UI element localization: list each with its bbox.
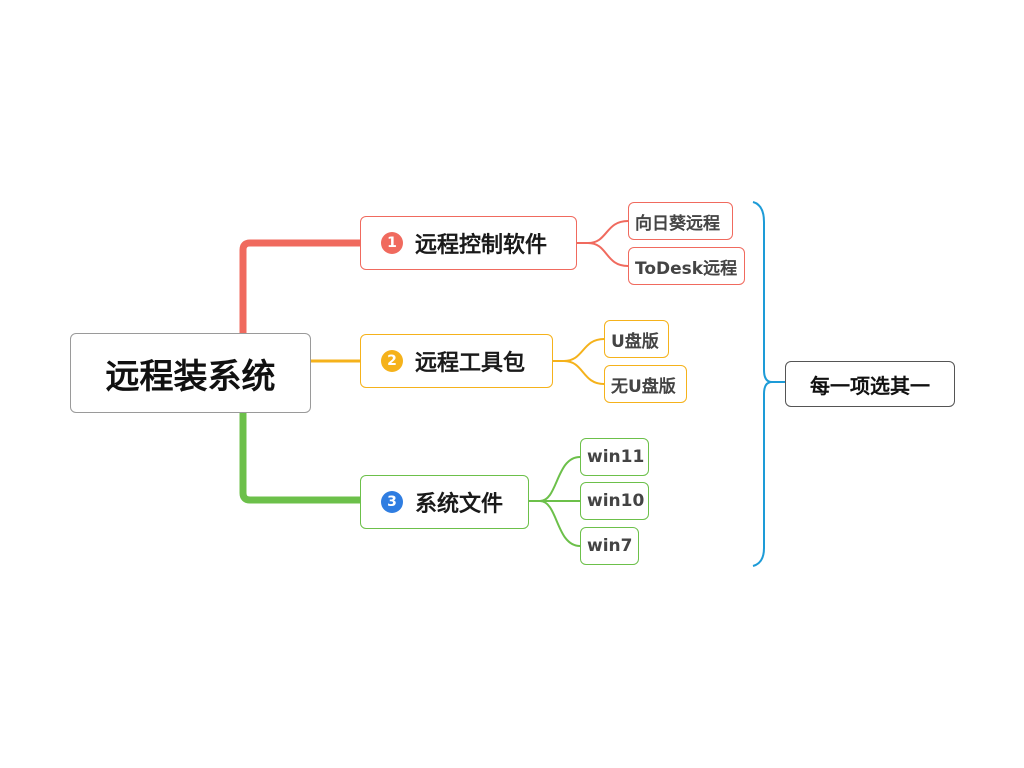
leaf-topic-1-1[interactable]: 向日葵远程 [628,202,733,240]
connector-root-to-branch-3 [239,409,364,504]
number-1-icon: 1 [381,232,403,254]
leaf-topic-1-2-label: ToDesk远程 [635,258,738,279]
leaf-topic-1-1-label: 向日葵远程 [635,213,720,234]
branch-topic-1-label: 远程控制软件 [415,233,548,258]
leaf-topic-3-3-label: win7 [587,536,633,556]
leaf-topic-3-2-label: win10 [587,491,645,511]
branch-topic-2[interactable]: 2 远程工具包 [360,334,553,388]
leaf-topic-2-2[interactable]: 无U盘版 [604,365,687,403]
root-topic[interactable]: 远程装系统 [70,333,311,413]
leaf-topic-2-1[interactable]: U盘版 [604,320,669,358]
branch-topic-3[interactable]: 3 系统文件 [360,475,529,529]
connector-branch-3-leaf-3 [539,500,581,547]
number-3-icon: 3 [381,491,403,513]
leaf-topic-3-1[interactable]: win11 [580,438,649,476]
leaf-topic-2-1-label: U盘版 [611,331,659,352]
leaf-topic-3-2[interactable]: win10 [580,482,649,520]
leaf-topic-3-3[interactable]: win7 [580,527,639,565]
branch-topic-2-label: 远程工具包 [415,351,526,376]
leaf-topic-2-2-label: 无U盘版 [611,376,676,397]
connector-branch-3-leaf-1 [528,456,581,502]
summary-brace [752,201,773,567]
connector-branch-1-leaf-1 [576,220,629,244]
summary-topic-label: 每一项选其一 [810,373,930,398]
connector-branch-2-leaf-2 [563,360,605,385]
connector-branch-1-leaf-2 [587,242,629,267]
root-topic-label: 远程装系统 [105,356,276,397]
leaf-topic-3-1-label: win11 [587,447,645,467]
connector-root-to-branch-1 [239,239,364,337]
number-2-icon: 2 [381,350,403,372]
connector-branch-2-leaf-1 [552,338,605,362]
summary-topic[interactable]: 每一项选其一 [785,361,955,407]
branch-topic-1[interactable]: 1 远程控制软件 [360,216,577,270]
leaf-topic-1-2[interactable]: ToDesk远程 [628,247,745,285]
branch-topic-3-label: 系统文件 [415,492,504,517]
